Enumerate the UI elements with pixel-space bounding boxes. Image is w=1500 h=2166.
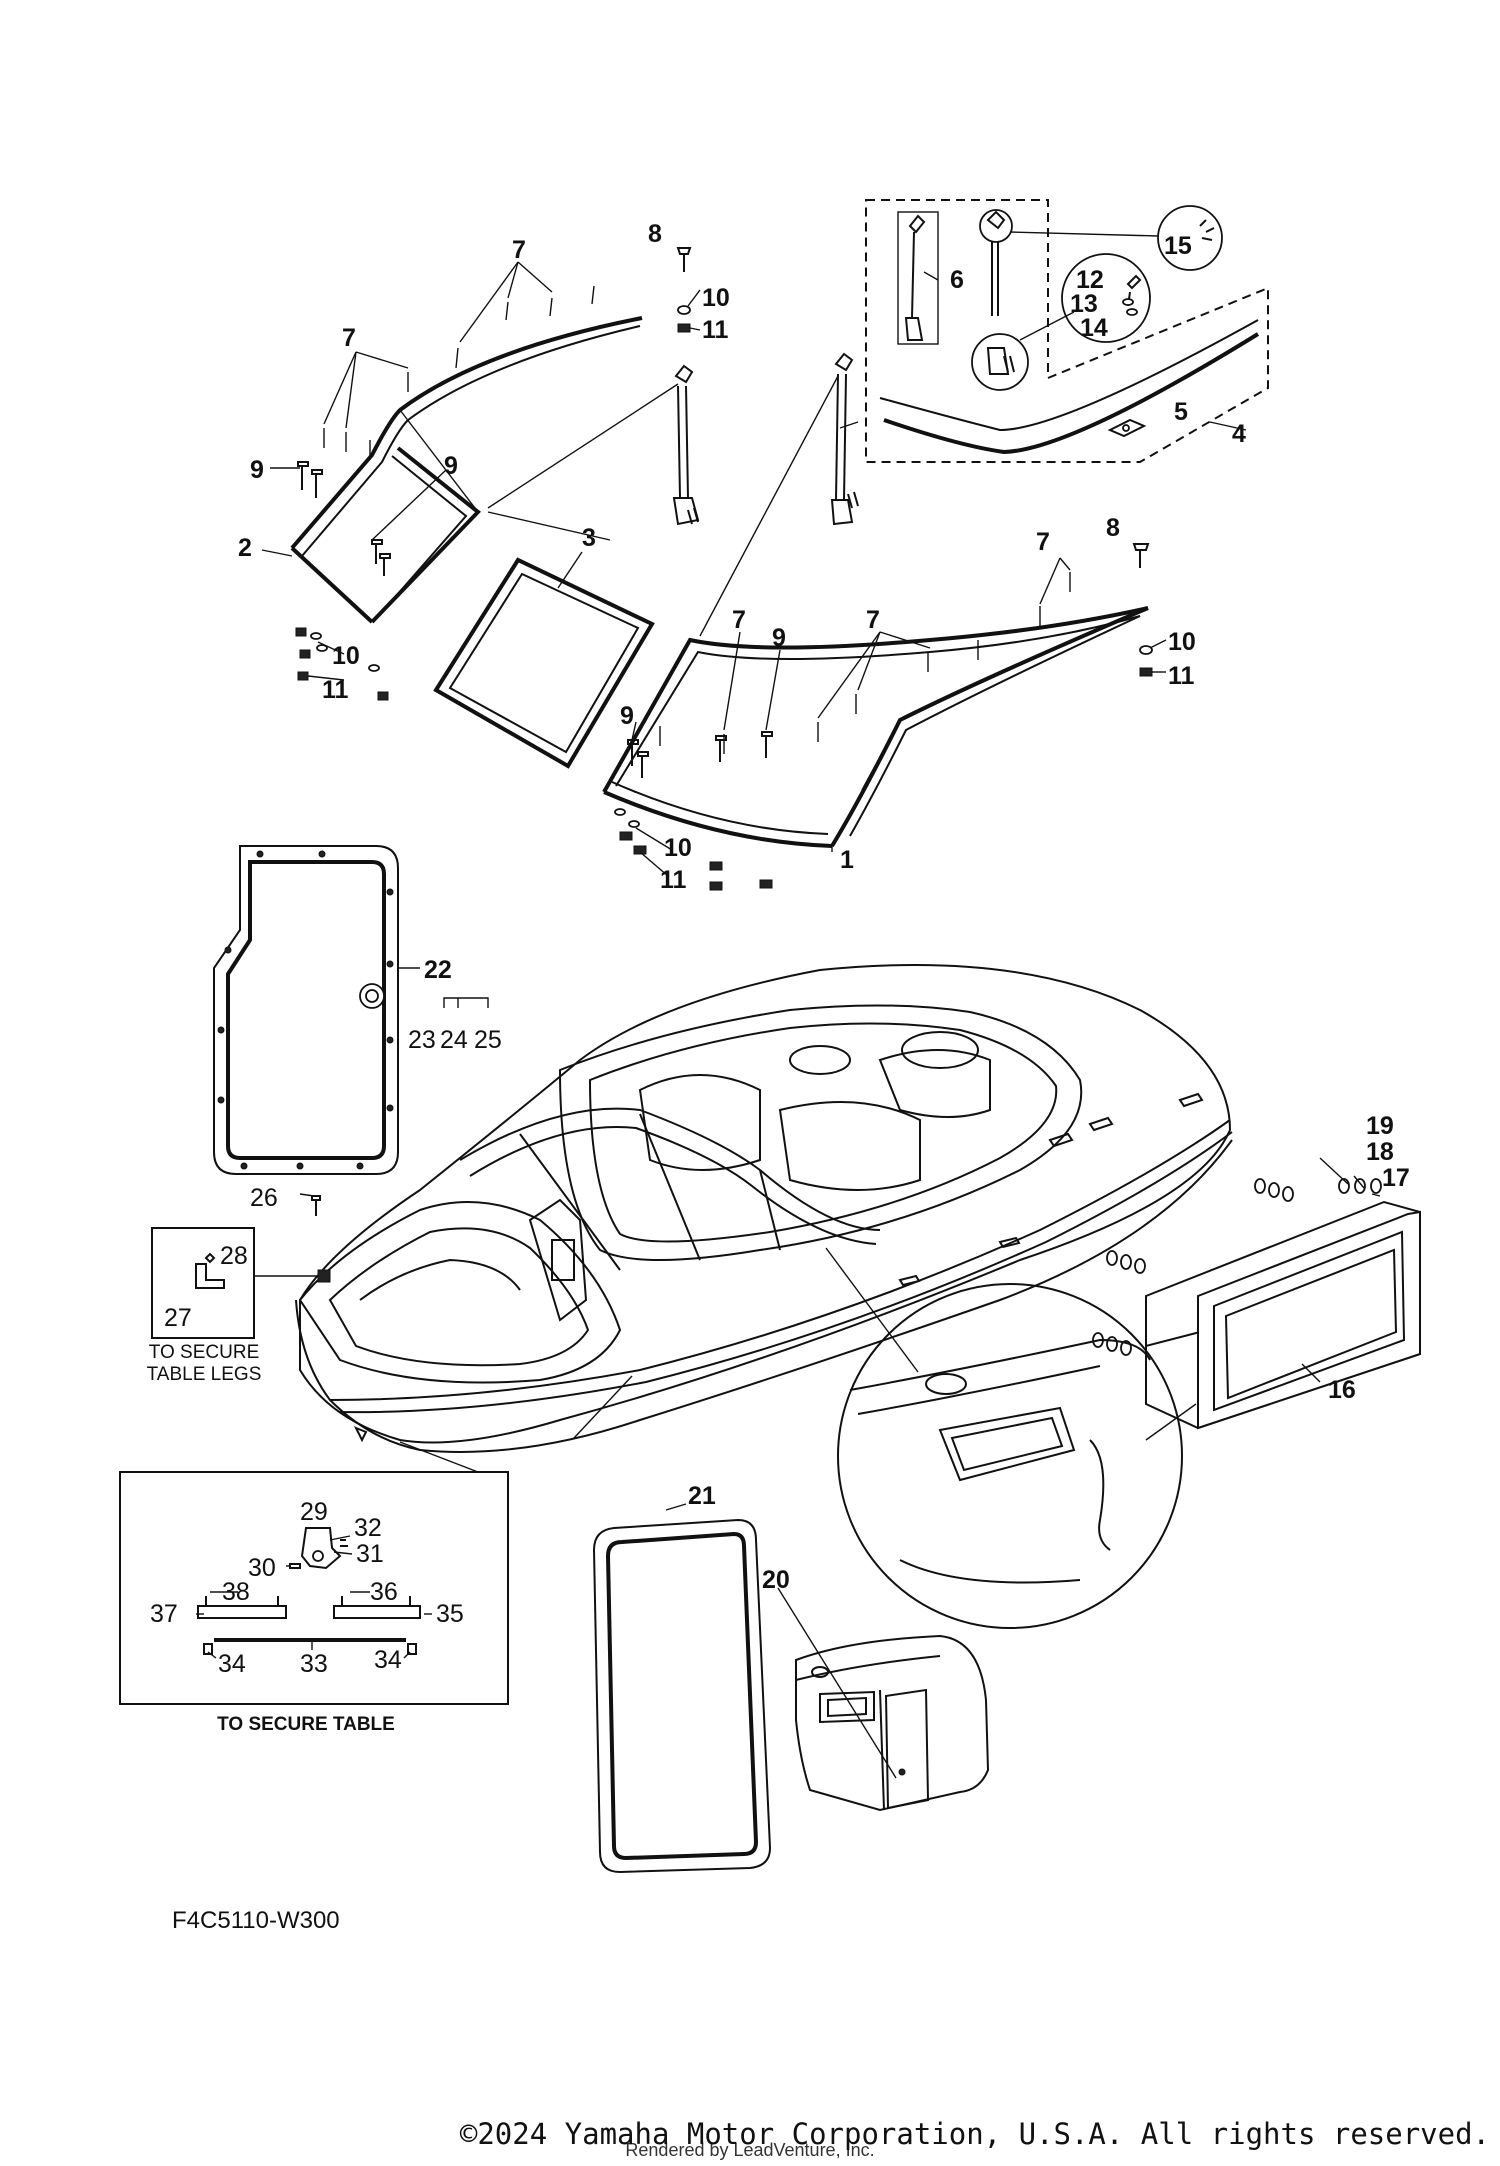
callout-10a: 10 [702,284,730,312]
windshield-center [433,557,655,769]
callout-30: 30 [248,1554,276,1582]
callout-24: 24 [440,1026,468,1054]
windshield-right [602,606,1149,848]
table-box [119,1441,509,1705]
callout-8b: 8 [1106,514,1120,542]
lid-gasket-20 [573,1375,772,1874]
callout-34a: 34 [218,1650,246,1678]
callout-28: 28 [220,1242,248,1270]
fasteners [295,247,1153,891]
callout-15: 15 [1164,232,1192,260]
trim-detail-box [865,199,1269,463]
callout-9b: 9 [444,452,458,480]
hatch-lid-22 [213,845,399,1216]
callout-34b: 34 [374,1646,402,1674]
callout-22: 22 [424,956,452,984]
leader-lines [196,261,1381,1659]
callout-19: 19 [1366,1112,1394,1140]
callout-20: 20 [762,1566,790,1594]
callout-13: 13 [1070,290,1098,318]
callout-18: 18 [1366,1138,1394,1166]
callout-5: 5 [1174,398,1188,426]
callout-7a: 7 [512,236,526,264]
callout-10c: 10 [1168,628,1196,656]
captions: TO SECURE TABLE LEGS TO SECURE TABLE F4C… [147,1342,1490,2160]
storage-bin-16 [1092,1178,1421,1430]
callout-38: 38 [222,1578,250,1606]
copyright-text: ©2024 Yamaha Motor Corporation, U.S.A. A… [460,2117,1490,2151]
boat-hull [295,964,1233,1453]
callout-8a: 8 [648,220,662,248]
callout-6: 6 [950,266,964,294]
callout-21: 21 [688,1482,716,1510]
caption-table: TO SECURE TABLE [217,1714,395,1735]
callout-16: 16 [1328,1376,1356,1404]
callout-35: 35 [436,1600,464,1628]
callout-10d: 10 [664,834,692,862]
callout-9d: 9 [620,702,634,730]
callout-3: 3 [582,524,596,552]
windshield-left [290,316,643,624]
callout-33: 33 [300,1650,328,1678]
callout-17: 17 [1382,1164,1410,1192]
callout-37: 37 [150,1600,178,1628]
callout-32: 32 [354,1514,382,1542]
callout-7e: 7 [866,606,880,634]
callout-29: 29 [300,1498,328,1526]
drawing-code: F4C5110-W300 [172,1907,340,1934]
callout-27: 27 [164,1304,192,1332]
callout-11c: 11 [1168,662,1195,690]
caption-table-legs-line1: TO SECURE [149,1342,260,1363]
callout-11b: 11 [322,676,349,704]
callout-11d: 11 [660,866,687,894]
callout-31: 31 [356,1540,384,1568]
callout-10b: 10 [332,642,360,670]
callout-23: 23 [408,1026,436,1054]
callout-25: 25 [474,1026,502,1054]
callout-7c: 7 [1036,528,1050,556]
callout-9a: 9 [250,456,264,484]
callout-12: 12 [1076,266,1104,294]
callout-2: 2 [238,534,252,562]
caption-table-legs-line2: TABLE LEGS [147,1364,262,1385]
callout-26: 26 [250,1184,278,1212]
callout-1: 1 [840,846,854,874]
callout-7d: 7 [732,606,746,634]
callout-9c: 9 [772,624,786,652]
struts [672,352,859,526]
callout-14: 14 [1080,314,1108,342]
callout-36: 36 [370,1578,398,1606]
table-legs-box [151,1227,331,1339]
callout-4: 4 [1232,420,1246,448]
callout-7b: 7 [342,324,356,352]
detail-circle [825,1247,1197,1629]
callout-11a: 11 [702,316,729,344]
callout-labels: 1 2 3 4 5 6 7 7 7 7 7 8 8 9 9 9 9 10 10 … [150,220,1410,1678]
credit-text: Rendered by LeadVenture, Inc. [625,2140,874,2160]
console-20 [777,1587,990,1812]
